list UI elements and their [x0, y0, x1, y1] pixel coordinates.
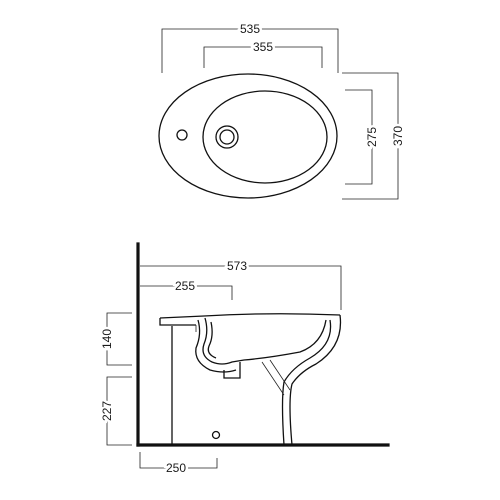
dim-overall-depth: 370 — [342, 72, 408, 200]
tap-hole — [176, 129, 188, 141]
tap-ledge — [159, 318, 196, 326]
dim-overall-length: 573 — [140, 257, 342, 310]
dim-overall-depth-label: 370 — [391, 126, 405, 146]
pedestal-line-2 — [269, 359, 291, 391]
drain-spigot — [223, 362, 241, 379]
body-inner-front — [281, 319, 332, 446]
dim-rim-height-label: 140 — [100, 329, 114, 349]
body-outer-front — [289, 314, 342, 446]
bidet-outer-rim — [158, 73, 338, 199]
dim-drain-offset: 250 — [139, 452, 218, 478]
dim-bowl-offset: 255 — [140, 277, 233, 300]
dim-bowl-depth: 275 — [345, 89, 382, 185]
fixing-hole — [211, 430, 221, 440]
drain-inner-ring — [219, 129, 235, 145]
dim-floor-to-inlet-label: 227 — [100, 401, 114, 421]
dim-overall-width: 535 — [161, 20, 339, 73]
rim-top — [159, 313, 341, 319]
dim-bowl-width: 355 — [203, 38, 323, 68]
drain-outer-ring — [215, 125, 239, 149]
dim-bowl-width-label: 355 — [253, 40, 273, 54]
dim-rim-height: 140 — [98, 312, 132, 366]
dim-bowl-depth-label: 275 — [365, 127, 379, 147]
pedestal-line-1 — [261, 361, 285, 396]
bidet-inner-bowl — [202, 90, 328, 184]
dim-overall-width-label: 535 — [240, 22, 260, 36]
side-view: 573 255 140 227 250 — [98, 242, 390, 478]
bowl-inner-wall — [202, 317, 327, 365]
top-view: 535 355 275 370 — [158, 20, 408, 200]
bidet-profile — [159, 313, 342, 446]
dim-floor-to-inlet: 227 — [98, 376, 132, 446]
dim-overall-length-label: 573 — [227, 259, 247, 273]
dim-drain-offset-label: 250 — [166, 461, 186, 475]
dim-bowl-offset-label: 255 — [175, 279, 195, 293]
bowl-trap-inner — [207, 321, 217, 359]
bowl-trap-outer — [195, 319, 237, 373]
